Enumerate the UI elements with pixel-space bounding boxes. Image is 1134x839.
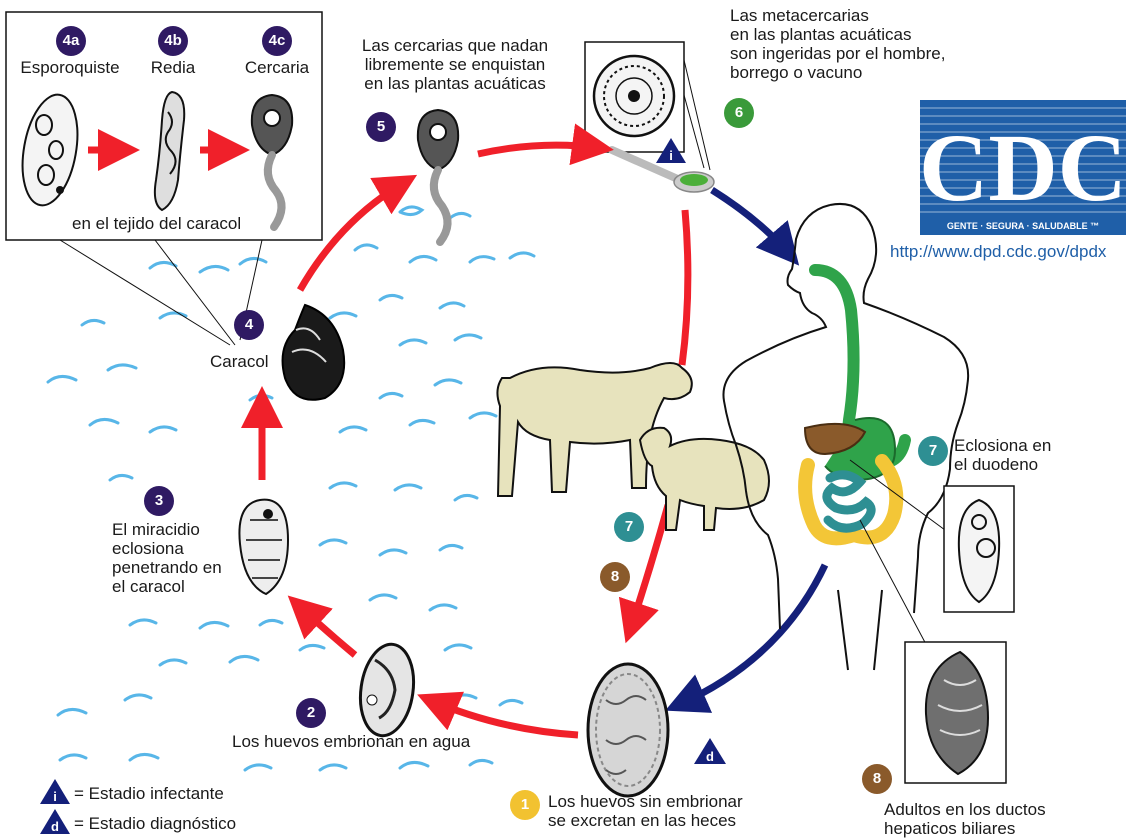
label-esporoquiste: Esporoquiste (10, 58, 130, 78)
free-cercaria-illustration (418, 110, 458, 242)
miracidium-illustration (239, 500, 288, 594)
water-waves (48, 207, 534, 770)
legend-diagnostic-marker: d (40, 809, 70, 834)
svg-text:i: i (53, 789, 57, 804)
label-stage2: Los huevos embrionan en agua (232, 732, 470, 752)
cdc-url: http://www.dpd.cdc.gov/dpdx (890, 242, 1106, 262)
legend-infective-label: = Estadio infectante (74, 784, 224, 804)
metacercaria-callout (684, 60, 710, 170)
arrow-human-to-1 (678, 565, 825, 705)
digestive-tract (805, 270, 905, 538)
badge-7-human: 7 (918, 436, 948, 466)
legend-infective-marker: i (40, 779, 70, 804)
badge-3: 3 (144, 486, 174, 516)
arrow-1-to-2 (430, 700, 578, 735)
arrow-5-to-6 (478, 145, 600, 154)
badge-6: 6 (724, 98, 754, 128)
badge-8-human: 8 (862, 764, 892, 794)
label-snail-tissue: en el tejido del caracol (72, 214, 241, 234)
embryonated-egg-illustration (355, 641, 419, 739)
arrow-6-to-human (712, 190, 790, 255)
cdc-tagline: GENTE · SEGURA · SALUDABLE ™ (947, 221, 1099, 231)
unembryonated-egg-illustration (588, 664, 668, 796)
badge-4a: 4a (56, 26, 86, 56)
label-cercaria: Cercaria (232, 58, 322, 78)
label-redia: Redia (133, 58, 213, 78)
label-caracol: Caracol (210, 352, 269, 372)
badge-4-snail: 4 (234, 310, 264, 340)
badge-4c: 4c (262, 26, 292, 56)
snail-illustration (283, 305, 345, 400)
badge-2: 2 (296, 698, 326, 728)
badge-7-animal: 7 (614, 512, 644, 542)
legend-diagnostic-label: = Estadio diagnóstico (74, 814, 236, 834)
badge-4b: 4b (158, 26, 188, 56)
sheep-illustration (640, 428, 769, 530)
badge-8-animal: 8 (600, 562, 630, 592)
diagnostic-stage-marker: d (694, 738, 726, 764)
badge-5: 5 (366, 112, 396, 142)
svg-text:i: i (669, 148, 673, 163)
cdc-logo: CDC GENTE · SEGURA · SALUDABLE ™ (919, 100, 1127, 235)
svg-text:d: d (706, 749, 714, 764)
stage4-callout-lines (60, 240, 262, 345)
cdc-logo-text: CDC (919, 114, 1127, 221)
metacercaria-illustration (594, 56, 674, 136)
arrow-6-to-animals (682, 210, 688, 365)
badge-1: 1 (510, 790, 540, 820)
svg-text:d: d (51, 819, 59, 834)
